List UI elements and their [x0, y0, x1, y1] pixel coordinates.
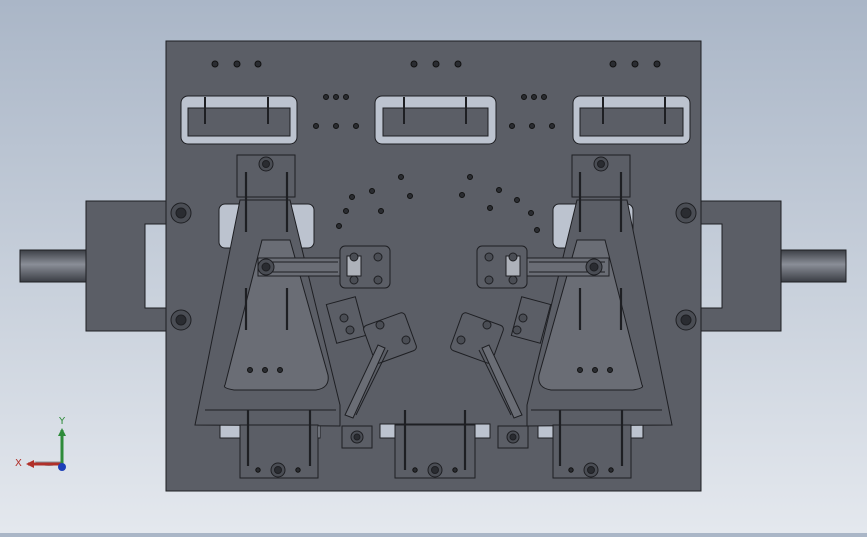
left-triangle-frame — [194, 199, 341, 427]
y-axis-label: Y — [58, 416, 66, 427]
coordinate-triad: X Y — [14, 412, 74, 472]
top-pins — [204, 97, 666, 124]
left-diagonal-clamp — [325, 296, 417, 419]
plate-holes — [211, 60, 661, 473]
z-axis-dot — [58, 463, 66, 471]
x-axis-label: X — [15, 458, 22, 469]
y-axis-arrowhead — [58, 428, 66, 436]
right-triangle-frame — [526, 199, 673, 427]
right-diagonal-clamp — [450, 296, 552, 419]
top-clamp-blocks — [187, 107, 684, 137]
x-axis-arrowhead — [26, 460, 34, 468]
left-bracket — [85, 200, 167, 332]
post-rods — [244, 172, 624, 470]
right-bracket — [700, 200, 782, 332]
bolts — [170, 156, 697, 478]
